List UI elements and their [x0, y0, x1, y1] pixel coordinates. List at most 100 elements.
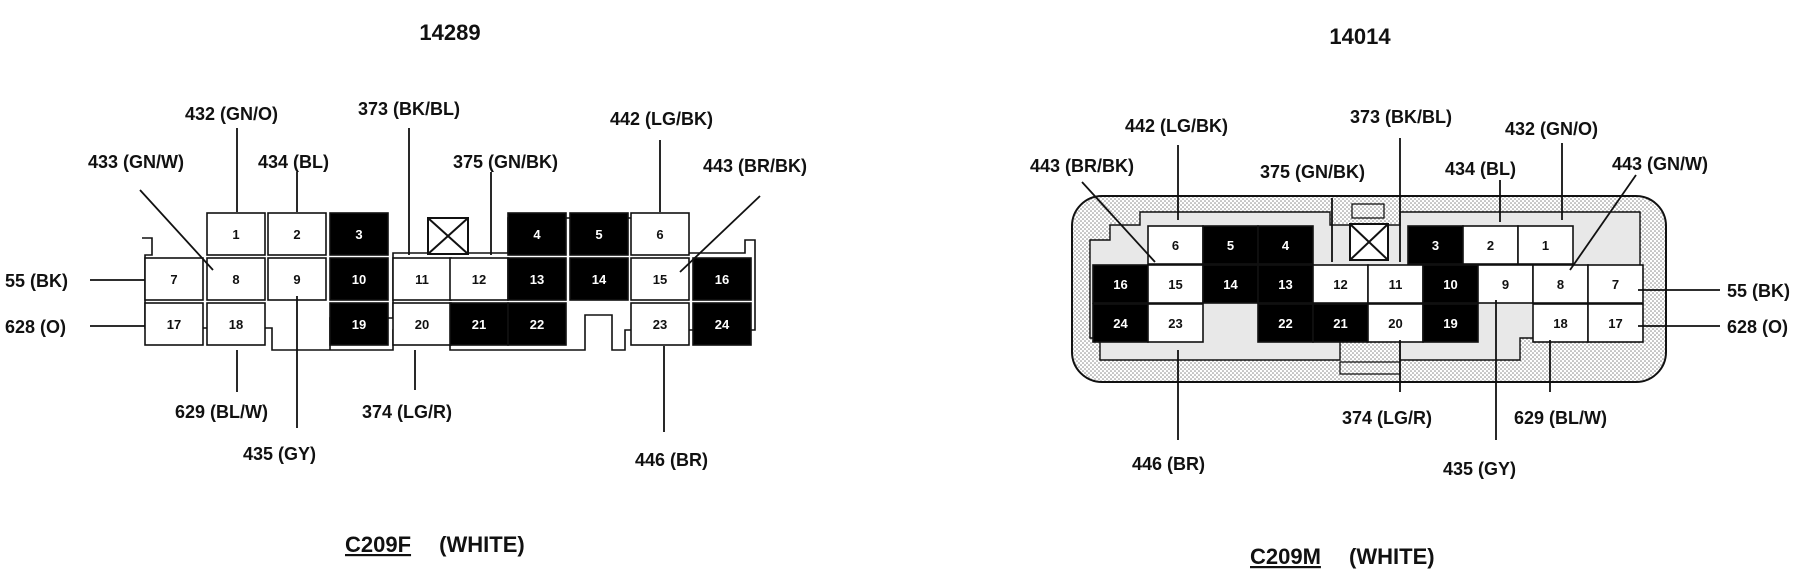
pin-cavity-2: 2: [1462, 225, 1519, 265]
pin-cavity-21: 21: [449, 302, 509, 346]
pin-cavity-8: 8: [206, 257, 266, 301]
pin-number: 8: [232, 272, 239, 287]
pin-cavity-19: 19: [329, 302, 389, 346]
connector-caption: C209M (WHITE): [1250, 544, 1435, 569]
pin-number: 12: [472, 272, 486, 287]
wire-label: 443 (BR/BK): [1030, 156, 1134, 176]
pin-number: 3: [355, 227, 362, 242]
pin-number: 11: [1389, 277, 1403, 292]
wire-label: 433 (GN/W): [88, 152, 184, 172]
wire-label: 373 (BK/BL): [358, 99, 460, 119]
pin-cavity-8: 8: [1532, 264, 1589, 304]
wire-label: 55 (BK): [5, 271, 68, 291]
pin-cavity-16: 16: [692, 257, 752, 301]
pin-cavity-18: 18: [206, 302, 266, 346]
pin-cavity-7: 7: [144, 257, 204, 301]
pin-cavity-23: 23: [1147, 303, 1204, 343]
wire-labels-c209m: 443 (BR/BK) 442 (LG/BK) 375 (GN/BK) 373 …: [1030, 107, 1790, 479]
pin-cavity-6: 6: [630, 212, 690, 256]
wire-label: 374 (LG/R): [362, 402, 452, 422]
pin-cavity-21: 21: [1312, 303, 1369, 343]
wire-label: 374 (LG/R): [1342, 408, 1432, 428]
pin-number: 14: [592, 272, 607, 287]
wire-label: 434 (BL): [1445, 159, 1516, 179]
pin-cavity-9: 9: [1477, 264, 1534, 304]
pin-cavity-15: 15: [630, 257, 690, 301]
wire-label: 375 (GN/BK): [1260, 162, 1365, 182]
pin-cavity-24: 24: [1092, 303, 1149, 343]
pin-number: 5: [1227, 238, 1234, 253]
pin-cavity-7: 7: [1587, 264, 1644, 304]
pin-number: 17: [1608, 316, 1622, 331]
pin-number: 12: [1333, 277, 1347, 292]
pin-cavity-1: 1: [1517, 225, 1574, 265]
pin-cavity-13: 13: [1257, 264, 1314, 304]
wire-label: 435 (GY): [1443, 459, 1516, 479]
pin-cavity-12: 12: [1312, 264, 1369, 304]
wire-label: 446 (BR): [1132, 454, 1205, 474]
connector-name-c209f: C209F: [345, 532, 411, 557]
pin-number: 19: [352, 317, 366, 332]
pin-number: 14: [1223, 277, 1238, 292]
pin-cavity-11: 11: [392, 257, 452, 301]
pin-number: 17: [167, 317, 181, 332]
wire-lines-c209m: [1081, 138, 1720, 440]
wire-label: 629 (BL/W): [1514, 408, 1607, 428]
pin-number: 20: [1388, 316, 1402, 331]
pin-number: 11: [415, 272, 429, 287]
pin-cavity-20: 20: [1367, 303, 1424, 343]
part-number-c209m: 14014: [1329, 24, 1391, 49]
pin-number: 15: [653, 272, 667, 287]
pin-cavity-10: 10: [1422, 264, 1479, 304]
wire-label: 55 (BK): [1727, 281, 1790, 301]
pin-cavity-2: 2: [267, 212, 327, 256]
wire-label: 443 (GN/W): [1612, 154, 1708, 174]
pin-number: 23: [1168, 316, 1182, 331]
wire-label: 628 (O): [5, 317, 66, 337]
blocked-cavity-mark: [1349, 223, 1389, 261]
pin-number: 3: [1432, 238, 1439, 253]
pin-number: 13: [1278, 277, 1292, 292]
blocked-cavity-mark: [427, 217, 469, 255]
pin-number: 9: [1502, 277, 1509, 292]
wire-label: 432 (GN/O): [1505, 119, 1598, 139]
pin-cavity-6: 6: [1147, 225, 1204, 265]
pin-number: 19: [1443, 316, 1457, 331]
pin-number: 18: [229, 317, 243, 332]
pin-cavity-17: 17: [144, 302, 204, 346]
pin-number: 9: [293, 272, 300, 287]
pin-number: 10: [352, 272, 366, 287]
pin-cavity-5: 5: [1202, 225, 1259, 265]
pin-number: 5: [595, 227, 602, 242]
pin-cavity-5: 5: [569, 212, 629, 256]
pin-cavity-23: 23: [630, 302, 690, 346]
wire-label: 446 (BR): [635, 450, 708, 470]
pin-cavity-18: 18: [1532, 303, 1589, 343]
wire-labels-c209f: 432 (GN/O) 433 (GN/W) 434 (BL) 373 (BK/B…: [5, 99, 807, 470]
pin-number: 22: [1278, 316, 1292, 331]
wire-label: 375 (GN/BK): [453, 152, 558, 172]
pin-cavity-16: 16: [1092, 264, 1149, 304]
wire-label: 373 (BK/BL): [1350, 107, 1452, 127]
pin-number: 16: [1113, 277, 1127, 292]
pin-cavity-11: 11: [1367, 264, 1424, 304]
wire-label: 629 (BL/W): [175, 402, 268, 422]
pin-number: 24: [715, 317, 730, 332]
pin-cavity-14: 14: [1202, 264, 1259, 304]
wire-lines-c209f: [90, 128, 761, 432]
pin-cavity-19: 19: [1422, 303, 1479, 343]
pin-cavity-10: 10: [329, 257, 389, 301]
pin-cavity-4: 4: [1257, 225, 1314, 265]
pin-number: 22: [530, 317, 544, 332]
pin-cavity-1: 1: [206, 212, 266, 256]
pin-cavity-12: 12: [449, 257, 509, 301]
wire-label: 442 (LG/BK): [1125, 116, 1228, 136]
connector-name-c209m: C209M: [1250, 544, 1321, 569]
pin-number: 10: [1443, 277, 1457, 292]
connector-color-c209f: (WHITE): [439, 532, 525, 557]
pin-cavity-15: 15: [1147, 264, 1204, 304]
